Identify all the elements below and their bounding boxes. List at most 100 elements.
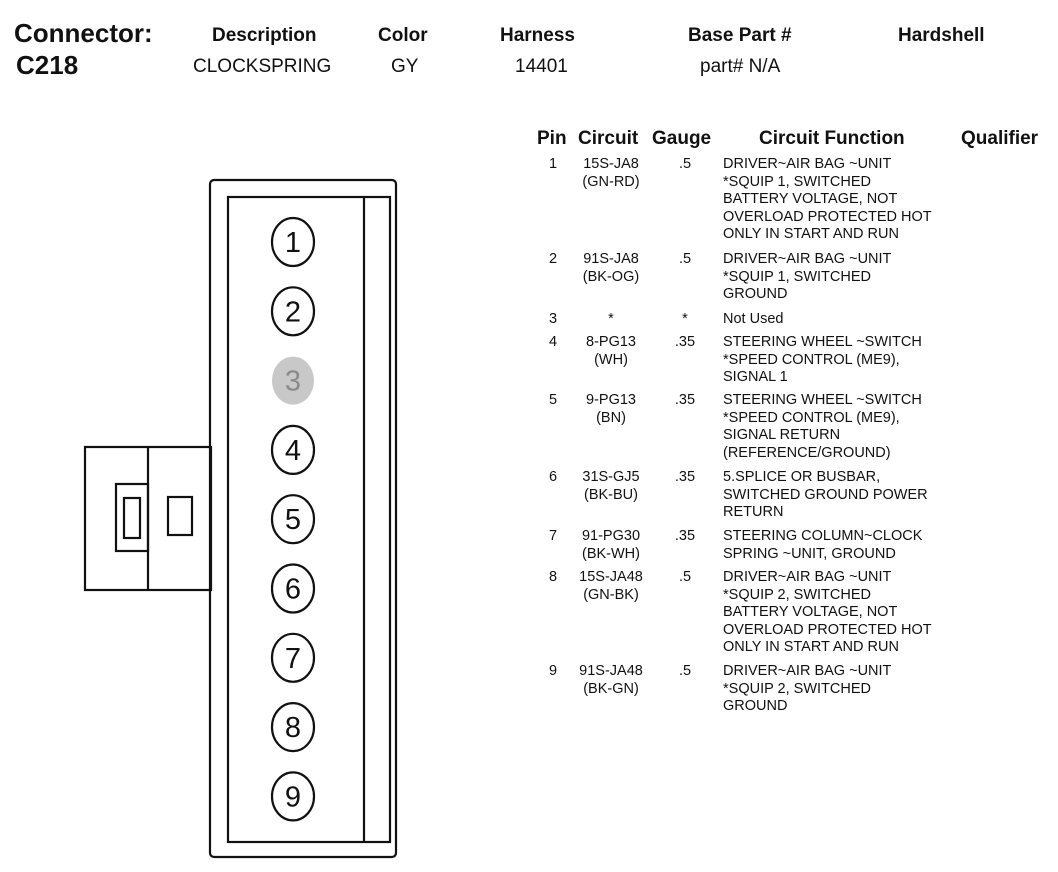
circuit-line: 91S-JA8	[583, 251, 639, 267]
description-value: CLOCKSPRING	[193, 56, 332, 77]
function-cell: STEERING WHEEL ~SWITCH*SPEED CONTROL (ME…	[723, 334, 1053, 387]
gauge-cell: *	[682, 311, 688, 327]
pin-number-cell: 8	[548, 569, 558, 585]
function-line: RETURN	[723, 504, 784, 520]
pin-circle	[270, 632, 316, 683]
pin-circle	[270, 286, 316, 337]
function-line: BATTERY VOLTAGE, NOT	[723, 604, 898, 620]
connector-id: C218	[16, 50, 79, 80]
pin-number: 2	[285, 296, 301, 328]
pin-number: 3	[285, 366, 301, 398]
harness-header: Harness	[500, 25, 575, 46]
function-cell: STEERING WHEEL ~SWITCH*SPEED CONTROL (ME…	[723, 392, 1053, 462]
pin-number-cell: 5	[548, 392, 558, 408]
function-line: (REFERENCE/GROUND)	[723, 444, 891, 461]
circuit-line: 31S-GJ5	[582, 469, 640, 485]
latch-window-right	[166, 495, 194, 537]
pin-layer: 1 2 3 4 5 6 7 8 9	[270, 216, 316, 822]
function-line: STEERING COLUMN~CLOCK	[723, 528, 923, 544]
pin-number: 6	[285, 574, 301, 606]
function-line: OVERLOAD PROTECTED HOT	[723, 208, 932, 225]
function-line: *SPEED CONTROL (ME9),	[723, 351, 900, 368]
circuit-line: 15S-JA8	[583, 156, 639, 172]
circuit-cell: 15S-JA8(GN-RD)	[570, 156, 652, 191]
circuit-line: (BK-OG)	[582, 268, 640, 285]
function-line: DRIVER~AIR BAG ~UNIT	[723, 569, 892, 585]
gauge-cell: .5	[678, 663, 692, 679]
function-line: ONLY IN START AND RUN	[723, 639, 899, 655]
harness-value: 14401	[515, 56, 568, 77]
circuit-line: (BK-GN)	[583, 680, 639, 697]
function-line: GROUND	[723, 698, 788, 714]
function-line: SPRING ~UNIT, GROUND	[723, 545, 896, 562]
connector-pin-4: 4	[270, 424, 316, 475]
function-line: *SPEED CONTROL (ME9),	[723, 409, 900, 426]
circuit-cell: 91S-JA48(BK-GN)	[570, 663, 652, 698]
function-line: GROUND	[723, 286, 788, 302]
base-part-header: Base Part #	[688, 25, 792, 46]
pin-circle	[270, 216, 316, 268]
circuit-cell: 15S-JA48(GN-BK)	[570, 569, 652, 604]
connector-housing-inner	[226, 195, 392, 844]
gauge-column-header: Gauge	[652, 128, 712, 149]
function-line: DRIVER~AIR BAG ~UNIT	[723, 156, 892, 172]
pin-column-header: Pin	[537, 128, 567, 149]
circuit-line: (WH)	[594, 351, 628, 368]
function-line: OVERLOAD PROTECTED HOT	[723, 621, 932, 638]
hardshell-header: Hardshell	[898, 25, 985, 46]
qualifier-column-header: Qualifier	[961, 128, 1039, 149]
pin-circle	[270, 701, 316, 753]
pin-number-cell: 7	[548, 528, 558, 544]
function-line: *SQUIP 1, SWITCHED	[723, 268, 871, 285]
function-column-header: Circuit Function	[759, 128, 905, 149]
gauge-cell: .35	[674, 334, 696, 350]
circuit-cell: 8-PG13(WH)	[570, 334, 652, 369]
pin-circle	[270, 424, 316, 475]
pin-number: 7	[285, 643, 301, 675]
pin-circle	[270, 771, 316, 822]
circuit-line: 91-PG30	[581, 528, 641, 544]
connector-pin-7: 7	[270, 632, 316, 683]
pin-number-cell: 1	[548, 156, 558, 172]
pin-number: 9	[285, 781, 301, 813]
gauge-cell: .5	[678, 251, 692, 267]
connector-pin-3: 3	[272, 356, 314, 405]
circuit-line: (BK-BU)	[584, 486, 638, 503]
circuit-column-header: Circuit	[578, 128, 639, 149]
function-line: DRIVER~AIR BAG ~UNIT	[723, 251, 892, 267]
function-line: BATTERY VOLTAGE, NOT	[723, 191, 898, 207]
pin-number-cell: 9	[548, 663, 558, 679]
connector-pin-5: 5	[270, 494, 316, 545]
connector-pin-9: 9	[270, 771, 316, 822]
gauge-cell: .35	[674, 392, 696, 408]
connector-label: Connector:	[14, 18, 153, 48]
function-line: *SQUIP 2, SWITCHED	[723, 680, 871, 697]
gauge-cell: .5	[678, 569, 692, 585]
function-cell: Not Used	[723, 311, 1053, 329]
pin-circle	[270, 563, 316, 614]
circuit-line: *	[608, 311, 614, 327]
base-part-value: part# N/A	[700, 56, 781, 77]
function-line: SWITCHED GROUND POWER	[723, 486, 928, 503]
pin-number: 8	[285, 712, 301, 744]
circuit-line: 8-PG13	[586, 334, 636, 350]
pin-number: 5	[285, 504, 301, 536]
description-header: Description	[212, 25, 317, 46]
connector-pin-1: 1	[270, 216, 316, 268]
circuit-line: (GN-RD)	[582, 173, 640, 190]
color-value: GY	[391, 56, 419, 77]
pin-number-cell: 2	[548, 251, 558, 267]
circuit-cell: 91-PG30(BK-WH)	[570, 528, 652, 563]
function-line: SIGNAL 1	[723, 369, 788, 385]
latch-window-slot	[122, 496, 142, 540]
color-header: Color	[378, 25, 428, 46]
function-line: STEERING WHEEL ~SWITCH	[723, 334, 922, 350]
function-line: ONLY IN START AND RUN	[723, 226, 899, 242]
pin-number-cell: 3	[548, 311, 558, 327]
gauge-cell: .35	[674, 528, 696, 544]
function-line: SIGNAL RETURN	[723, 427, 841, 443]
